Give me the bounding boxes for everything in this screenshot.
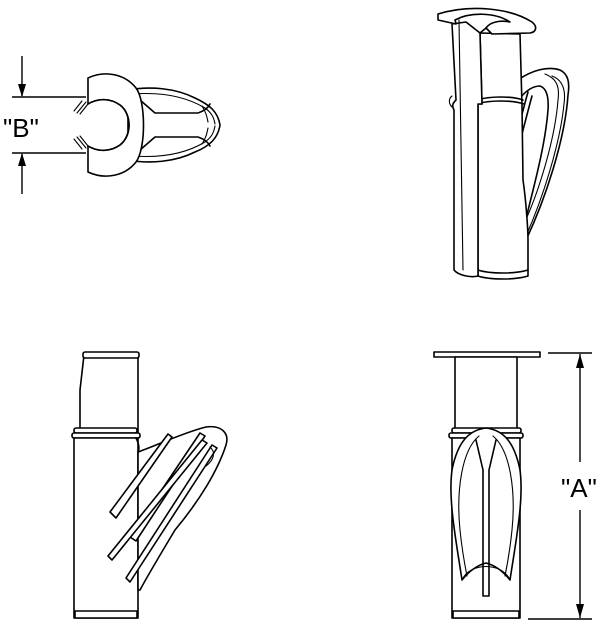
- top-view: "B": [3, 56, 221, 194]
- isometric-view: [437, 7, 570, 280]
- dimension-a: "A": [528, 352, 597, 620]
- front-view: [433, 351, 541, 619]
- side-view: [71, 351, 228, 619]
- dimension-b: "B": [3, 56, 86, 194]
- dimension-b-label: "B": [3, 113, 39, 143]
- dimension-a-label: "A": [561, 473, 597, 503]
